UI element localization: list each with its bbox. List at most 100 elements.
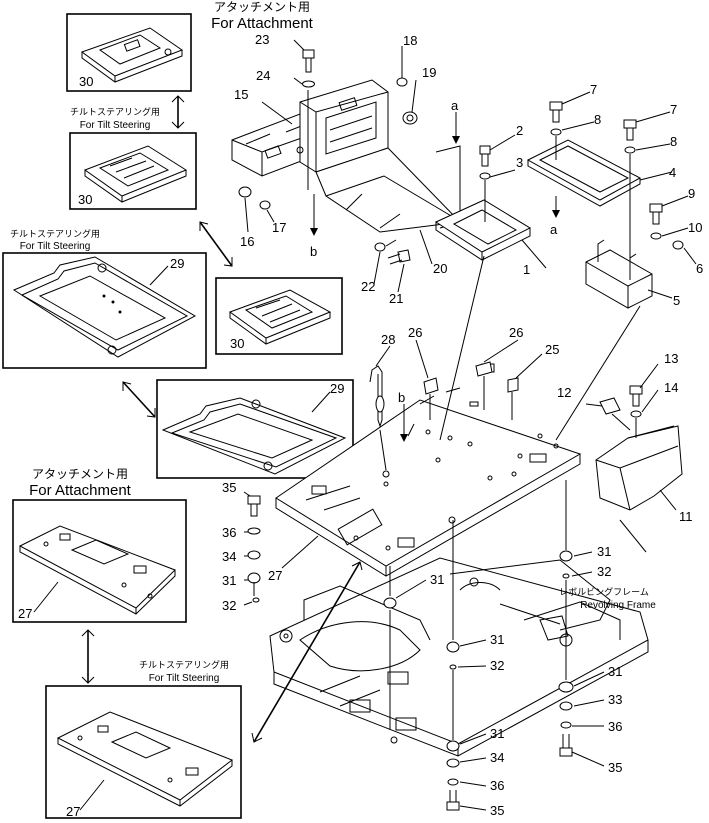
grommet-part-26-left (423, 377, 439, 395)
label-14: 14 (664, 380, 678, 395)
cover-plate-part-4 (526, 139, 642, 207)
inset-box-part-27-attachment: 27 (12, 499, 187, 623)
label-34: 34 (222, 549, 236, 564)
arrow-letter-a-top: a (451, 98, 459, 113)
nut-part-17 (259, 200, 271, 210)
label-5: 5 (673, 293, 680, 308)
label-31: 31 (490, 726, 504, 741)
label-29: 29 (330, 381, 344, 396)
caption-revolving-frame-en: Revolving Frame (580, 600, 656, 611)
caption-attachment-top-en: For Attachment (211, 15, 314, 32)
nut-part-18 (396, 77, 408, 87)
caption-tilt-1-jp: チルトステアリング用 (70, 106, 160, 117)
caption-attachment-left-jp: アタッチメント用 (32, 467, 128, 481)
bolt-part-9 (649, 203, 663, 240)
label-27: 27 (268, 568, 282, 583)
washer-part-32-right (562, 573, 570, 579)
fastener-stack-bottom-center (446, 740, 460, 811)
label-11: 11 (679, 509, 693, 524)
nut-part-16 (238, 186, 252, 198)
label-34: 34 (490, 750, 504, 765)
label-35: 35 (608, 760, 622, 775)
bolt-part-13 (629, 385, 643, 418)
label-29: 29 (170, 256, 184, 271)
label-35: 35 (222, 480, 236, 495)
label-27: 27 (66, 804, 80, 819)
label-6: 6 (696, 261, 703, 276)
grommet-part-26-right (475, 361, 493, 377)
fastener-stack-bottom-right (558, 681, 574, 757)
double-arrow-heads-2 (199, 221, 233, 267)
assembly-guide-lines (253, 90, 647, 740)
cap-part-12 (599, 397, 621, 415)
bolt-part-21 (374, 242, 411, 265)
label-30: 30 (230, 336, 244, 351)
label-4: 4 (669, 165, 676, 180)
bolt-part-7-left (549, 101, 563, 136)
label-8: 8 (594, 112, 601, 127)
label-2: 2 (516, 123, 523, 138)
pin-part-25 (507, 377, 519, 393)
nut-part-6 (672, 240, 684, 250)
label-8: 8 (670, 134, 677, 149)
bracket-part-1 (434, 199, 532, 261)
bolt-part-7-right (623, 119, 637, 154)
double-arrow-2 (199, 221, 233, 267)
caption-attachment-top-jp: アタッチメント用 (214, 0, 310, 14)
label-22: 22 (361, 279, 375, 294)
label-36: 36 (222, 525, 236, 540)
caption-tilt-1-en: For Tilt Steering (80, 120, 151, 131)
label-30: 30 (79, 74, 93, 89)
dashboard-bracket-assembly (231, 79, 462, 233)
double-arrow-heads-3 (122, 381, 156, 418)
caption-revolving-frame-jp: レボルビングフレーム (559, 586, 649, 597)
label-18: 18 (403, 33, 417, 48)
label-32: 32 (490, 658, 504, 673)
label-26: 26 (408, 325, 422, 340)
caption-tilt-3-en: For Tilt Steering (149, 673, 220, 684)
washer-part-31-center (383, 597, 397, 609)
leader-lines (243, 39, 697, 811)
washer-part-31-mid (446, 641, 460, 653)
double-arrow-heads-1 (171, 95, 185, 129)
label-24: 24 (256, 68, 270, 83)
label-9: 9 (688, 186, 695, 201)
fastener-stack-left (247, 495, 261, 603)
label-31: 31 (222, 573, 236, 588)
label-31: 31 (608, 664, 622, 679)
inset-box-part-30-small: 30 (215, 277, 343, 355)
double-arrow-heads-5 (251, 561, 363, 743)
label-20: 20 (433, 261, 447, 276)
part-number-labels: 1 2 3 4 5 6 7 7 8 8 9 10 11 12 13 14 15 … (222, 32, 703, 818)
label-16: 16 (240, 234, 254, 249)
mounting-bracket-part-5 (585, 239, 653, 309)
label-13: 13 (664, 351, 678, 366)
label-31: 31 (597, 544, 611, 559)
label-3: 3 (516, 155, 523, 170)
inset-box-part-27-tilt: 27 (45, 685, 242, 819)
caption-tilt-3-jp: チルトステアリング用 (139, 659, 229, 670)
label-27: 27 (18, 606, 32, 621)
label-10: 10 (688, 220, 702, 235)
label-1: 1 (523, 262, 530, 277)
bolt-part-2 (479, 145, 491, 180)
label-31: 31 (430, 572, 444, 587)
double-arrow-5 (253, 561, 361, 743)
arrow-letter-b-top: b (310, 244, 317, 259)
double-arrow-heads-4 (81, 629, 95, 684)
rod-part-28-grip (375, 395, 385, 413)
label-30: 30 (78, 192, 92, 207)
double-arrow-3 (122, 381, 156, 418)
floor-plate-part-27 (275, 363, 582, 577)
label-32: 32 (222, 598, 236, 613)
nut-part-19-hole (406, 114, 414, 122)
label-7: 7 (590, 82, 597, 97)
label-36: 36 (608, 719, 622, 734)
label-36: 36 (490, 778, 504, 793)
washer-part-32-mid (449, 664, 457, 670)
label-26: 26 (509, 325, 523, 340)
inset-box-part-30-tilt: 30 (69, 132, 197, 210)
caption-tilt-2-en: For Tilt Steering (20, 241, 91, 252)
label-21: 21 (389, 291, 403, 306)
